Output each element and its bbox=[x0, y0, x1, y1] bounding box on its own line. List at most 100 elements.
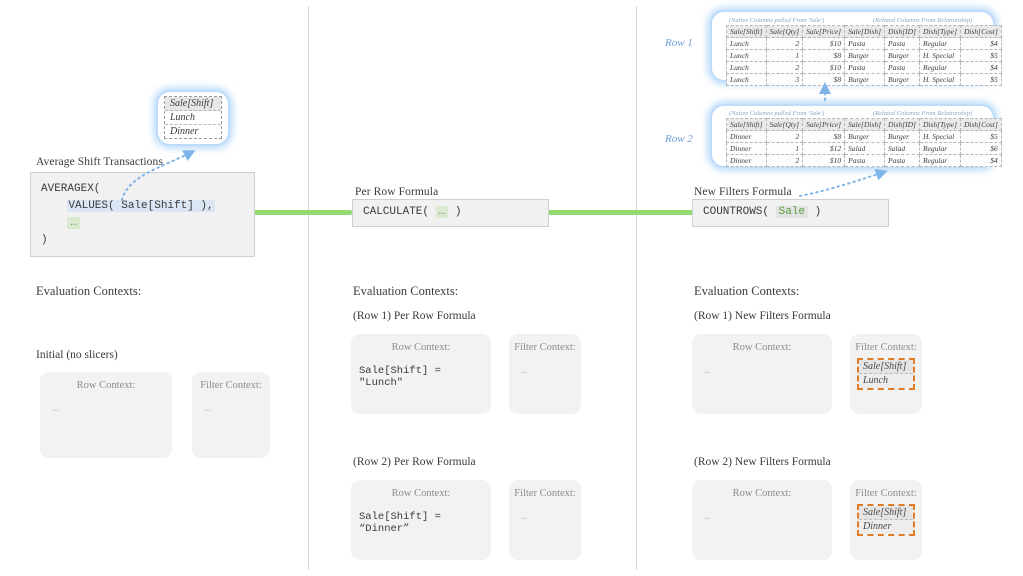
middle-case2-filter-context-card: Filter Context: … bbox=[509, 480, 581, 560]
slicer-item-dinner[interactable]: Dinner bbox=[170, 126, 199, 137]
row1-table: Sale[Shift] Sale[Qty] Sale[Price] Sale[D… bbox=[726, 25, 1002, 86]
left-row-context-label: Row Context: bbox=[76, 380, 136, 391]
cell: $5 bbox=[959, 73, 1002, 86]
row2-note-related: (Related Columns From Relationship) bbox=[873, 110, 973, 117]
right-case2-chip-value: Dinner bbox=[859, 520, 913, 534]
cell: Regular bbox=[918, 142, 961, 155]
right-case1-filter-context-label: Filter Context: bbox=[855, 342, 917, 353]
right-case1-filter-chip: Sale[Shift] Lunch bbox=[857, 358, 915, 390]
table-row: Lunch 3 $8 Burger Burger H. Special $5 bbox=[726, 73, 1002, 86]
right-formula-box[interactable]: COUNTROWS( Sale ) bbox=[692, 199, 889, 227]
right-case2-title: (Row 2) New Filters Formula bbox=[694, 456, 831, 468]
column-divider-left bbox=[308, 6, 309, 570]
cell: 2 bbox=[765, 154, 804, 167]
slicer-list[interactable]: Sale[Shift] Lunch Dinner bbox=[164, 96, 222, 139]
cell: Pasta bbox=[844, 37, 886, 50]
row1-col-2: Sale[Price] bbox=[802, 25, 846, 38]
cell: Pasta bbox=[884, 154, 920, 167]
right-eval-title: Evaluation Contexts: bbox=[694, 284, 800, 298]
table-row: Dinner 2 $10 Pasta Pasta Regular $4 bbox=[726, 154, 1002, 167]
right-formula-post: ) bbox=[808, 206, 822, 218]
right-case2-row-context-label: Row Context: bbox=[732, 488, 792, 499]
cell: $8 bbox=[802, 130, 846, 143]
middle-case1-row-context-value: Sale[Shift] = "Lunch" bbox=[359, 365, 441, 389]
middle-case1-filter-context-label: Filter Context: bbox=[514, 342, 576, 353]
left-filter-context-card: Filter Context: … bbox=[192, 372, 270, 458]
row1-label: Row 1 bbox=[665, 37, 693, 49]
left-formula-box[interactable]: AVERAGEX( VALUES( Sale[Shift] ), … ) bbox=[30, 172, 255, 257]
row2-table: Sale[Shift] Sale[Qty] Sale[Price] Sale[D… bbox=[726, 118, 1002, 167]
middle-formula-box[interactable]: CALCULATE( … ) bbox=[352, 199, 549, 227]
left-row-context-value: … bbox=[52, 403, 59, 415]
middle-case1-filter-context-value: … bbox=[521, 365, 528, 377]
table-row: Lunch 2 $10 Pasta Pasta Regular $4 bbox=[726, 37, 1002, 50]
right-case2-row-context-card: Row Context: … bbox=[692, 480, 832, 560]
row2-col-5: Dish[Type] bbox=[918, 118, 961, 131]
right-case1-row-context-value: … bbox=[704, 365, 711, 377]
row1-col-5: Dish[Type] bbox=[918, 25, 961, 38]
left-row-context-card: Row Context: … bbox=[40, 372, 172, 458]
middle-formula-ellipsis: … bbox=[435, 206, 449, 218]
right-case1-chip-header: Sale[Shift] bbox=[859, 360, 913, 374]
cell: Regular bbox=[918, 37, 961, 50]
row2-col-4: Dish[ID] bbox=[884, 118, 920, 131]
left-formula-line1: AVERAGEX( bbox=[41, 183, 101, 195]
right-formula-pre: COUNTROWS( bbox=[703, 206, 776, 218]
row1-col-6: Dish[Cost] bbox=[959, 25, 1002, 38]
cell: Lunch bbox=[726, 61, 767, 74]
cell: $12 bbox=[802, 142, 846, 155]
cell: Salad bbox=[844, 142, 886, 155]
connector-bar-right bbox=[548, 210, 698, 215]
cell: Lunch bbox=[726, 73, 767, 86]
cell: Dinner bbox=[726, 142, 767, 155]
row2-col-0: Sale[Shift] bbox=[726, 118, 767, 131]
middle-case1-row-context-label: Row Context: bbox=[391, 342, 451, 353]
left-eval-title: Evaluation Contexts: bbox=[36, 284, 142, 298]
left-formula-line4: ) bbox=[41, 234, 48, 247]
middle-case2-row-context-card: Row Context: Sale[Shift] = “Dinner” bbox=[351, 480, 491, 560]
row2-col-2: Sale[Price] bbox=[802, 118, 846, 131]
cell: 1 bbox=[765, 142, 804, 155]
row2-label: Row 2 bbox=[665, 133, 693, 145]
cell: $8 bbox=[802, 49, 846, 62]
cell: H. Special bbox=[918, 49, 961, 62]
middle-case2-row-context-value: Sale[Shift] = “Dinner” bbox=[359, 511, 441, 535]
cell: Lunch bbox=[726, 49, 767, 62]
cell: Burger bbox=[884, 49, 920, 62]
cell: Burger bbox=[884, 73, 920, 86]
row1-col-3: Sale[Dish] bbox=[844, 25, 886, 38]
row2-note-native: (Native Columns pulled From 'Sale') bbox=[729, 110, 825, 117]
cell: Dinner bbox=[726, 130, 767, 143]
cell: $4 bbox=[959, 37, 1002, 50]
middle-case2-filter-context-label: Filter Context: bbox=[514, 488, 576, 499]
cell: $4 bbox=[959, 154, 1002, 167]
cell: 3 bbox=[765, 73, 804, 86]
cell: 1 bbox=[765, 49, 804, 62]
row1-col-1: Sale[Qty] bbox=[765, 25, 804, 38]
cell: Burger bbox=[844, 73, 886, 86]
right-case1-row-context-card: Row Context: … bbox=[692, 334, 832, 414]
left-formula-values: VALUES( Sale[Shift] ), bbox=[67, 200, 215, 213]
right-formula-title: New Filters Formula bbox=[694, 186, 792, 198]
middle-formula-title: Per Row Formula bbox=[355, 186, 439, 198]
cell: $8 bbox=[802, 73, 846, 86]
right-case2-filter-context-label: Filter Context: bbox=[855, 488, 917, 499]
middle-case2-filter-context-value: … bbox=[521, 511, 528, 523]
cell: $5 bbox=[959, 130, 1002, 143]
cell: 2 bbox=[765, 37, 804, 50]
slicer-item-lunch[interactable]: Lunch bbox=[165, 111, 221, 125]
table-row: Lunch 2 $10 Pasta Pasta Regular $4 bbox=[726, 61, 1002, 74]
right-case1-row-context-label: Row Context: bbox=[732, 342, 792, 353]
row2-col-6: Dish[Cost] bbox=[959, 118, 1002, 131]
row2-table-header-row: Sale[Shift] Sale[Qty] Sale[Price] Sale[D… bbox=[726, 118, 1002, 131]
left-formula-ellipsis: … bbox=[67, 217, 81, 230]
middle-formula-post: ) bbox=[448, 206, 462, 218]
cell: $6 bbox=[959, 142, 1002, 155]
left-case-title: Initial (no slicers) bbox=[36, 349, 118, 361]
cell: Regular bbox=[918, 154, 961, 167]
cell: Burger bbox=[884, 130, 920, 143]
cell: $10 bbox=[802, 154, 846, 167]
right-formula-table-token: Sale bbox=[775, 206, 809, 218]
cell: Pasta bbox=[884, 61, 920, 74]
middle-formula-pre: CALCULATE( bbox=[363, 206, 436, 218]
